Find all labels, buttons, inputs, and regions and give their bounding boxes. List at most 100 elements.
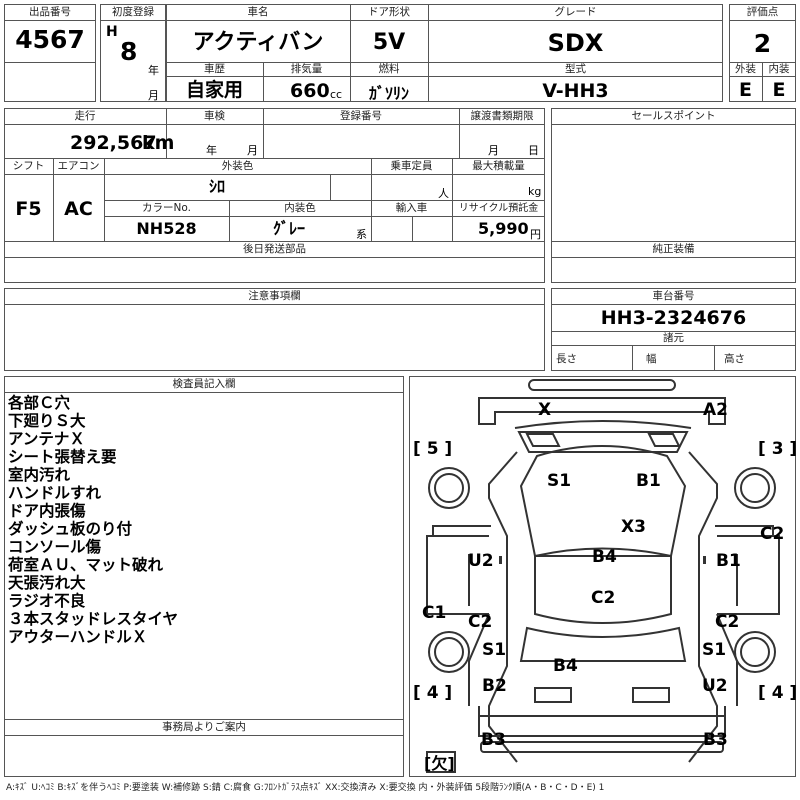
- color-label: 外装色: [221, 160, 254, 172]
- grade-value: SDX: [547, 29, 604, 57]
- mark-s1-left: S1: [482, 640, 507, 660]
- spec-label: 諸元: [663, 332, 684, 344]
- spare-tire: [欠]: [424, 754, 455, 773]
- mark-a2: A2: [703, 400, 728, 420]
- diagram-box: [409, 376, 796, 777]
- caution-label: 注意事項欄: [248, 290, 301, 302]
- mark-b4-mid: B4: [592, 547, 617, 567]
- inspection-label: 車検: [204, 110, 225, 122]
- lot-label: 出品番号: [29, 6, 71, 18]
- door-label: ドア形状: [368, 6, 410, 18]
- legend-text: A:ｷｽﾞ U:ﾍｺﾐ B:ｷｽﾞを伴うﾍｺﾐ P:要塗装 W:補修跡 S:錆 …: [6, 783, 605, 793]
- fuel-value: ｶﾞｿﾘﾝ: [368, 84, 409, 103]
- tire-rear-left: [ 4 ]: [413, 683, 453, 703]
- note-line: アンテナＸ: [8, 430, 85, 448]
- shift-value: F5: [15, 198, 42, 220]
- interior-color-value: ｸﾞﾚｰ: [272, 219, 305, 238]
- inspector-box: [4, 376, 404, 777]
- history-label: 車歴: [204, 63, 225, 75]
- history-value: 自家用: [185, 79, 243, 101]
- sales-points-label: セールスポイント: [631, 110, 716, 122]
- mark-b3-right: B3: [703, 730, 728, 750]
- height-label: 高さ: [724, 353, 745, 365]
- chassis-number: HH3-2324676: [600, 307, 747, 329]
- inspection-month-unit: 月: [247, 144, 258, 157]
- office-label: 事務局よりご案内: [162, 721, 246, 733]
- note-line: シート張替え要: [8, 448, 117, 466]
- ac-value: AC: [64, 198, 93, 220]
- exterior-label: 外装: [735, 63, 756, 75]
- transfer-month-unit: 月: [488, 144, 499, 157]
- inspector-notes: 各部Ｃ穴 下廻りＳ大 アンテナＸ シート張替え要 室内汚れ ハンドルすれ ドア内…: [8, 394, 178, 646]
- mileage-label: 走行: [74, 110, 96, 122]
- door-type: 5V: [372, 30, 406, 55]
- year-unit: 年: [148, 64, 159, 77]
- interior-label: 内装: [768, 63, 790, 75]
- details-box: [4, 108, 545, 283]
- note-line: コンソール傷: [8, 538, 102, 556]
- note-line: 下廻りＳ大: [8, 412, 86, 430]
- displacement-value: 660: [290, 80, 330, 102]
- later-parts-label: 後日発送部品: [243, 243, 306, 255]
- max-load-label: 最大積載量: [472, 160, 525, 172]
- color-value: ｼﾛ: [208, 177, 225, 196]
- exterior-grade: E: [739, 79, 752, 101]
- note-line: 室内汚れ: [8, 466, 71, 484]
- model-value: V-HH3: [542, 80, 609, 102]
- capacity-unit: 人: [438, 187, 449, 200]
- car-outline-drawing: [426, 379, 780, 773]
- transfer-day-unit: 日: [528, 144, 539, 157]
- mark-c2-mid: C2: [591, 588, 616, 608]
- name-label: 車名: [247, 6, 269, 18]
- score-label: 評価点: [746, 6, 779, 18]
- mark-b4-low: B4: [553, 656, 578, 676]
- inspector-label: 検査員記入欄: [172, 378, 236, 390]
- shift-label: シフト: [12, 160, 45, 172]
- ac-label: エアコン: [57, 160, 100, 172]
- mark-s1-top: S1: [547, 471, 572, 491]
- vehicle-name: アクティバン: [192, 30, 324, 55]
- first-reg-box: [100, 4, 166, 102]
- displacement-label: 排気量: [290, 63, 323, 75]
- lot-number: 4567: [15, 25, 85, 54]
- mark-c2-right-low: C2: [715, 612, 740, 632]
- chassis-box: [551, 288, 796, 371]
- first-reg-label: 初度登録: [112, 6, 154, 18]
- mileage-value: 292,567: [70, 132, 157, 154]
- mark-c2-left: C2: [468, 612, 493, 632]
- tire-rear-right: [ 4 ]: [758, 683, 798, 703]
- score-value: 2: [753, 29, 772, 58]
- recycle-label: リサイクル預託金: [458, 203, 539, 214]
- mark-u2-left: U2: [468, 551, 494, 571]
- recycle-unit: 円: [530, 228, 541, 241]
- color-no-value: NH528: [136, 219, 197, 238]
- chassis-label: 車台番号: [652, 290, 695, 302]
- import-label: 輸入車: [395, 202, 428, 214]
- interior-color-unit: 系: [356, 228, 367, 241]
- fuel-label: 燃料: [378, 63, 400, 75]
- note-line: アウターハンドルＸ: [8, 628, 148, 646]
- mark-x-front: X: [538, 400, 552, 420]
- note-line: 荷室ＡＵ、マット破れ: [8, 556, 164, 574]
- mark-x3: X3: [621, 517, 646, 537]
- mark-s1-right: S1: [702, 640, 727, 660]
- mark-b1-right: B1: [716, 551, 741, 571]
- mark-c1-left: C1: [422, 603, 447, 623]
- length-label: 長さ: [556, 353, 577, 365]
- month-unit: 月: [148, 89, 159, 102]
- grade-label: グレード: [554, 6, 597, 18]
- note-line: ハンドルすれ: [8, 484, 102, 502]
- reg-no-label: 登録番号: [340, 110, 382, 122]
- note-line: 天張汚れ大: [8, 574, 86, 592]
- genuine-label: 純正装備: [652, 243, 695, 255]
- tire-front-right: [ 3 ]: [758, 439, 798, 459]
- interior-color-label: 内装色: [284, 202, 316, 214]
- note-line: ３本スタッドレスタイヤ: [8, 610, 179, 628]
- recycle-value: 5,990: [478, 219, 529, 238]
- sales-points-box: [551, 108, 796, 283]
- mark-c2-right: C2: [760, 524, 785, 544]
- transfer-label: 譲渡書類期限: [470, 110, 534, 122]
- note-line: 各部Ｃ穴: [8, 394, 71, 412]
- max-load-unit: kg: [528, 185, 542, 198]
- vehicle-box: [166, 4, 723, 102]
